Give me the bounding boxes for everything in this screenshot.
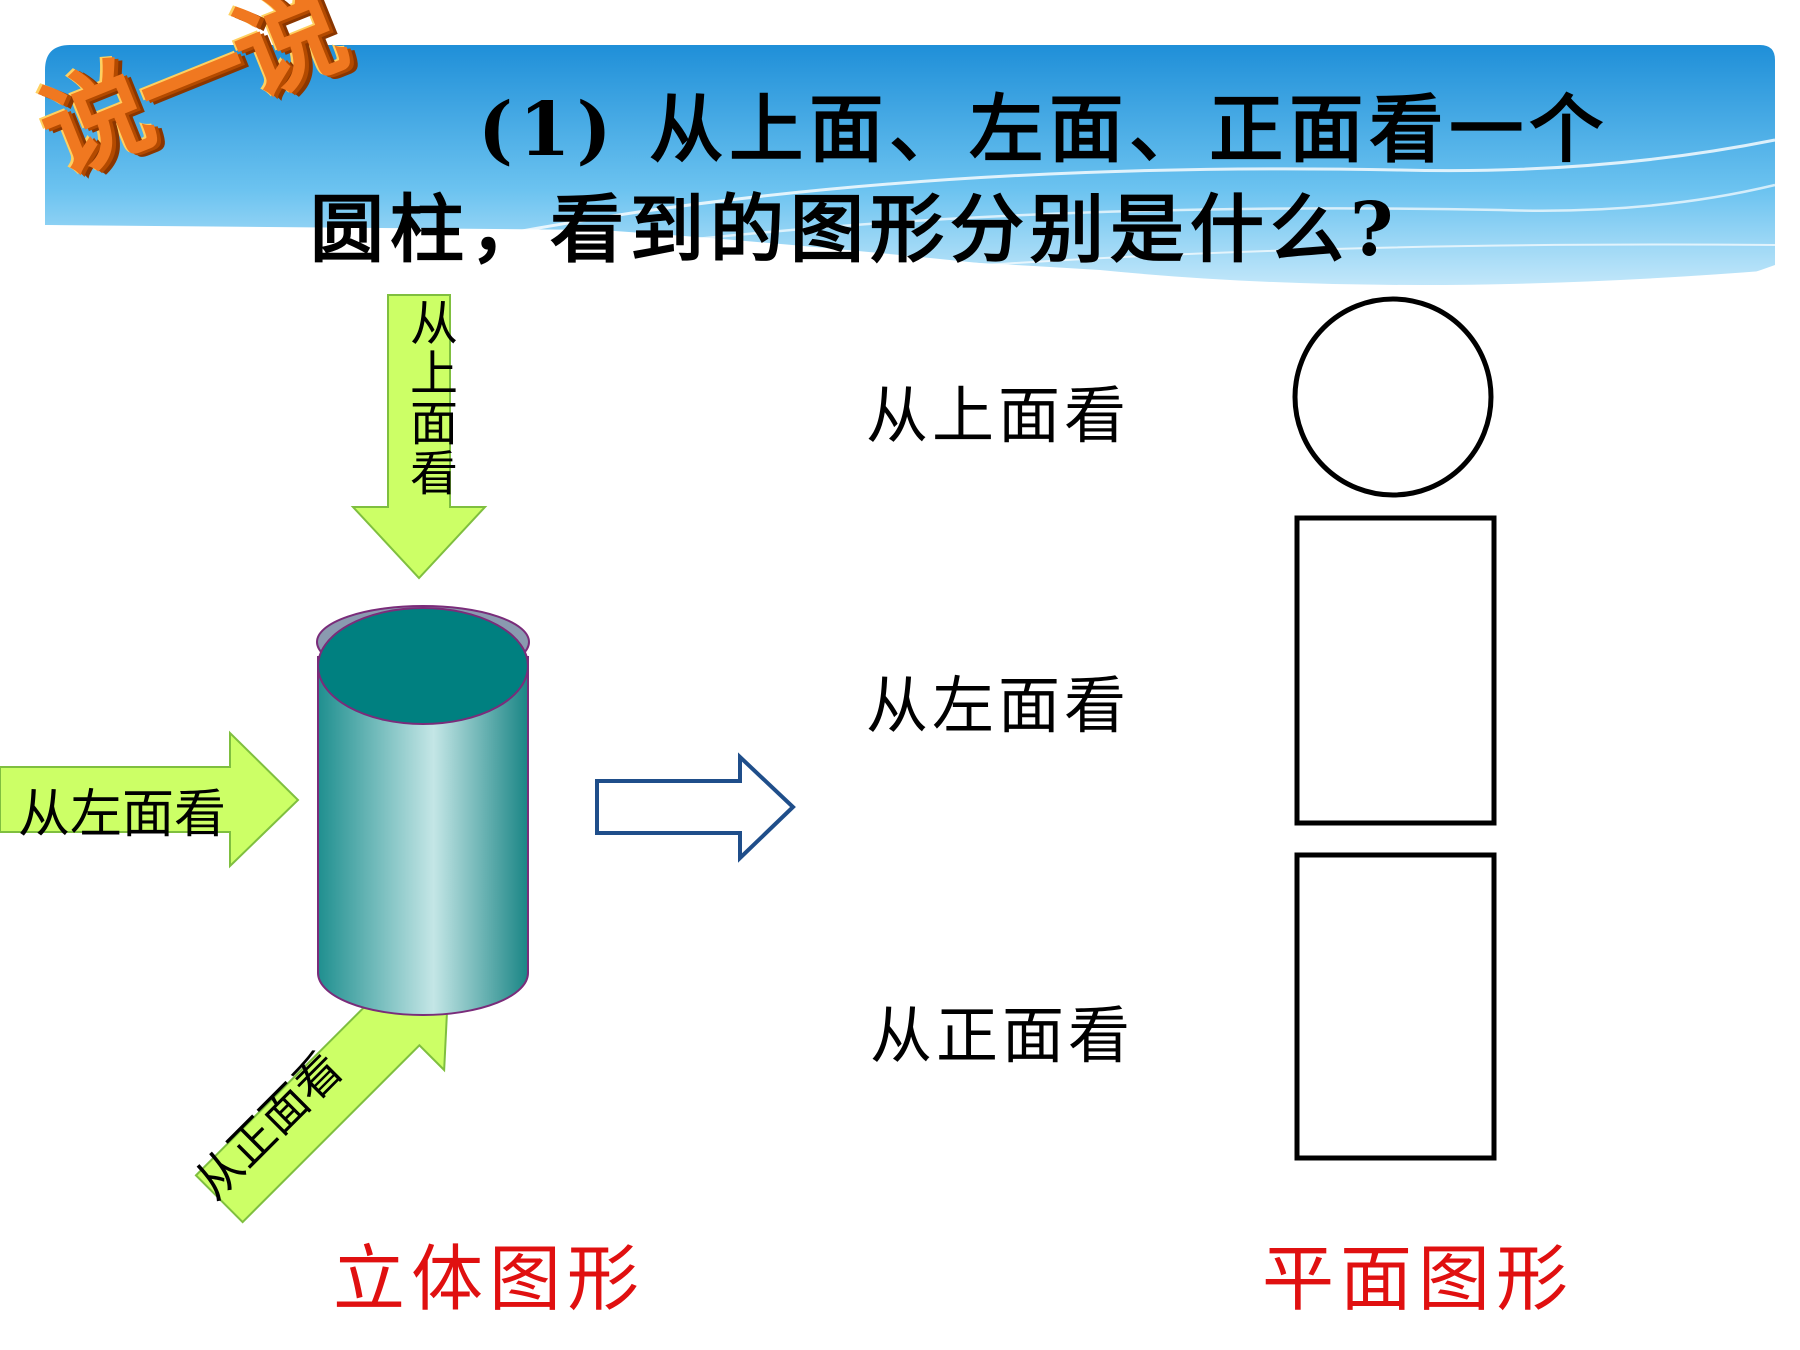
front-view-rectangle bbox=[1294, 852, 1497, 1161]
cylinder bbox=[316, 605, 530, 1016]
left-view-rectangle bbox=[1294, 515, 1497, 826]
view-label-left: 从左面看 bbox=[866, 669, 1131, 742]
transform-arrow bbox=[595, 752, 796, 863]
view-label-top: 从上面看 bbox=[866, 379, 1131, 452]
top-view-arrow bbox=[350, 294, 488, 580]
left-arrow-label: 从左面看 bbox=[18, 785, 227, 845]
caption-solid-figure: 立体图形 bbox=[333, 1237, 646, 1321]
header-banner bbox=[45, 45, 1776, 320]
top-arrow-label: 从上面看 bbox=[401, 298, 457, 498]
caption-plane-figure: 平面图形 bbox=[1262, 1237, 1575, 1321]
top-view-circle bbox=[1292, 296, 1494, 498]
left-view-arrow bbox=[0, 730, 300, 869]
question-line-1: (1) 从上面、左面、正面看一个 bbox=[478, 87, 1610, 173]
question-line-2: 圆柱，看到的图形分别是什么? bbox=[310, 187, 1400, 273]
view-label-front: 从正面看 bbox=[870, 999, 1135, 1072]
